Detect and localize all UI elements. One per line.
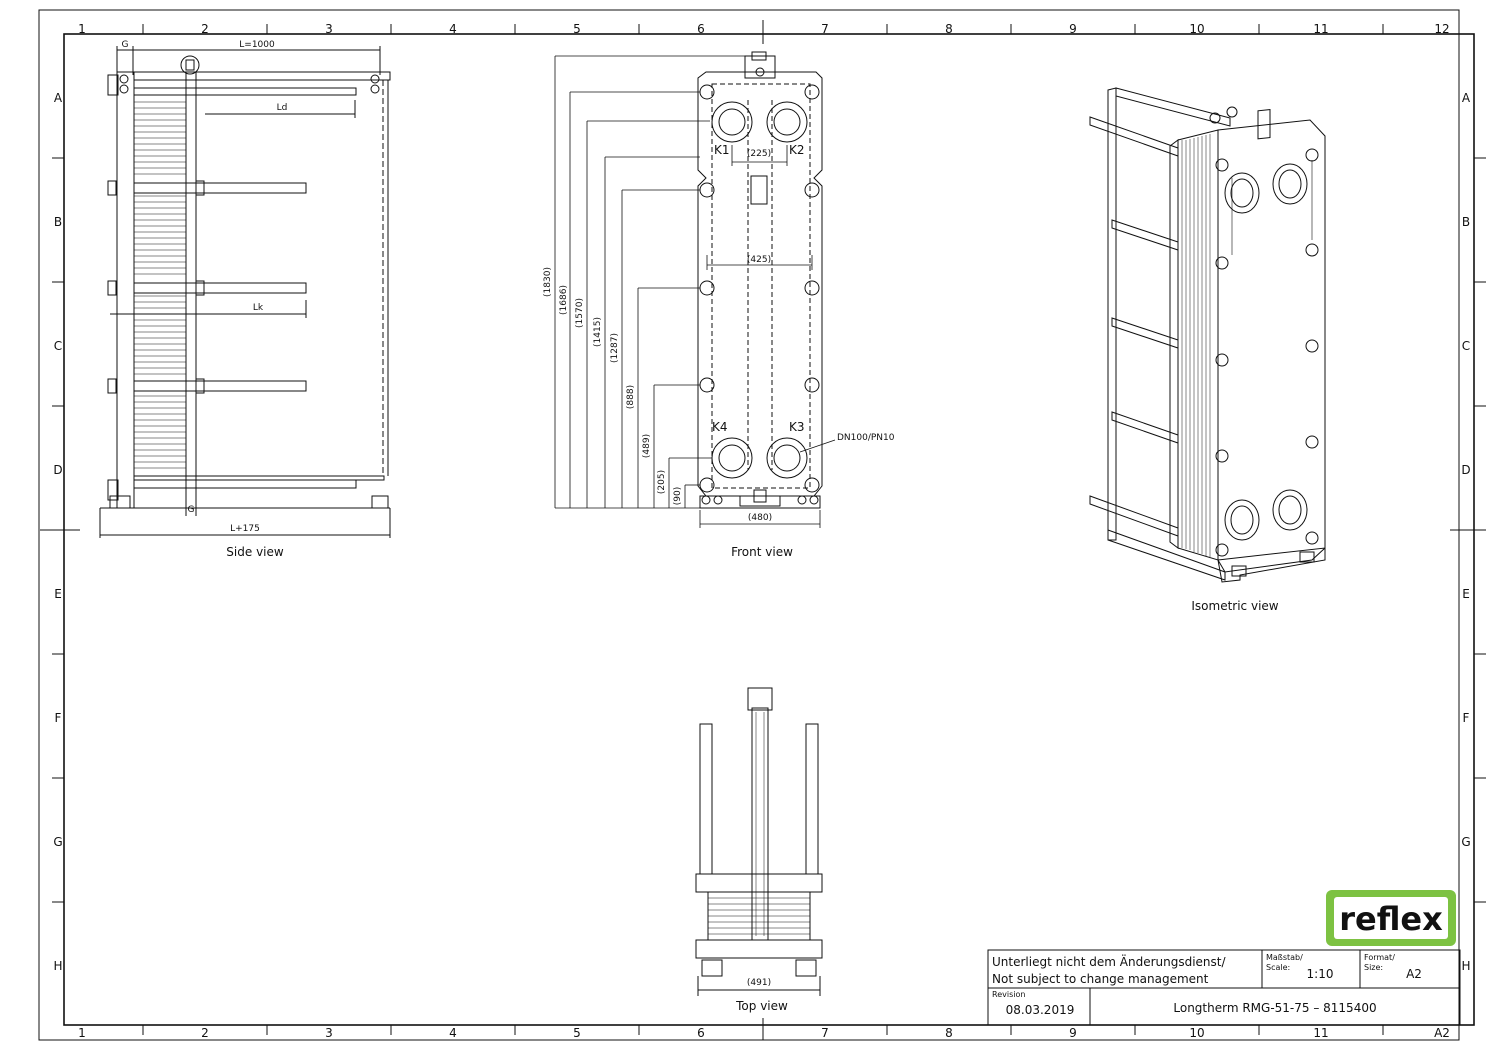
port-k1: K1 (714, 143, 730, 157)
col-label: 4 (449, 1026, 457, 1040)
row-label: A (1462, 91, 1471, 105)
top-view-label: Top view (735, 999, 788, 1013)
revision-date: 08.03.2019 (1006, 1003, 1075, 1017)
dim-lk: Lk (253, 303, 264, 313)
title-block-text: Unterliegt nicht dem Änderungsdienst/ No… (992, 953, 1422, 1017)
port-k3: K3 (789, 420, 805, 434)
product-title: Longtherm RMG-51-75 – 8115400 (1173, 1001, 1376, 1015)
dim-length: L=1000 (239, 40, 275, 50)
col-label: 7 (821, 22, 829, 36)
row-label: G (1461, 835, 1470, 849)
grid-ticks (40, 20, 1486, 1040)
scale-label-en: Scale: (1266, 963, 1290, 972)
dim-1686: (1686) (559, 285, 569, 315)
row-label: F (55, 711, 62, 725)
row-label: F (1463, 711, 1470, 725)
dim-1287: (1287) (610, 333, 620, 363)
note-de: Unterliegt nicht dem Änderungsdienst/ (992, 954, 1226, 969)
dim-480: (480) (748, 513, 772, 523)
col-label: 8 (945, 1026, 953, 1040)
isometric-view-label: Isometric view (1191, 599, 1278, 613)
logo-text: reflex (1339, 900, 1443, 938)
row-label: H (1461, 959, 1470, 973)
row-label: D (1461, 463, 1470, 477)
format-label-en: Size: (1364, 963, 1383, 972)
col-label: 9 (1069, 22, 1077, 36)
front-view-label: Front view (731, 545, 793, 559)
reflex-logo: reflex (1326, 890, 1456, 946)
col-label: 10 (1189, 1026, 1204, 1040)
row-label: D (53, 463, 62, 477)
format-value: A2 (1406, 967, 1422, 981)
col-label: 10 (1189, 22, 1204, 36)
row-label: H (53, 959, 62, 973)
top-view (695, 687, 823, 996)
col-label: 8 (945, 22, 953, 36)
row-label: E (1462, 587, 1470, 601)
col-label: 12 (1434, 22, 1449, 36)
row-label: E (54, 587, 62, 601)
col-label: 11 (1313, 22, 1328, 36)
title-block (987, 949, 1461, 1026)
port-k2: K2 (789, 143, 805, 157)
grid-column-labels-top: 1 2 3 4 5 6 7 8 9 10 11 12 (78, 22, 1449, 36)
row-label: A (54, 91, 63, 105)
col-label: 1 (78, 22, 86, 36)
dim-425: (425) (747, 255, 771, 265)
format-label-de: Format/ (1364, 953, 1395, 962)
row-label: B (54, 215, 62, 229)
dim-205: (205) (657, 470, 667, 494)
col-label: 5 (573, 22, 581, 36)
dim-1570: (1570) (575, 298, 585, 328)
dim-g-top: G (122, 40, 129, 50)
grid-column-labels-bottom: 1 2 3 4 5 6 7 8 9 10 11 A2 (78, 1026, 1450, 1040)
note-en: Not subject to change management (992, 972, 1209, 986)
col-label: 4 (449, 22, 457, 36)
connection-spec: DN100/PN10 (837, 433, 895, 443)
col-label: 11 (1313, 1026, 1328, 1040)
front-view-labels: K1 K2 K4 K3 DN100/PN10 (225) (425) (480)… (543, 143, 895, 559)
col-label: 6 (697, 22, 705, 36)
grid-row-labels-left: A B C D E F G H (53, 91, 63, 973)
scale-label-de: Maßstab/ (1266, 953, 1303, 962)
front-view (554, 51, 836, 528)
col-label: A2 (1434, 1026, 1450, 1040)
row-label: G (53, 835, 62, 849)
col-label: 6 (697, 1026, 705, 1040)
dim-491: (491) (747, 978, 771, 988)
grid-row-labels-right: A B C D E F G H (1461, 91, 1471, 973)
col-label: 1 (78, 1026, 86, 1040)
dim-ld: Ld (277, 103, 288, 113)
dim-888: (888) (626, 385, 636, 409)
port-k4: K4 (712, 420, 728, 434)
isometric-view-labels: Isometric view (1191, 599, 1278, 613)
side-view-labels: G L=1000 Ld Lk G L+175 Side view (122, 40, 288, 559)
dim-489: (489) (642, 434, 652, 458)
side-view-label: Side view (226, 545, 284, 559)
row-label: B (1462, 215, 1470, 229)
revision-label: Revision (992, 990, 1025, 999)
side-view (99, 46, 391, 538)
scale-value: 1:10 (1307, 967, 1334, 981)
row-label: C (1462, 339, 1470, 353)
dim-total: L+175 (230, 524, 260, 534)
col-label: 9 (1069, 1026, 1077, 1040)
dim-90: (90) (673, 487, 683, 505)
dim-1830: (1830) (543, 267, 553, 297)
col-label: 3 (325, 1026, 333, 1040)
top-view-labels: (491) Top view (735, 978, 788, 1013)
col-label: 2 (201, 22, 209, 36)
dim-225: (225) (747, 149, 771, 159)
col-label: 5 (573, 1026, 581, 1040)
dim-g-bottom: G (188, 505, 195, 515)
dim-1415: (1415) (593, 317, 603, 347)
col-label: 7 (821, 1026, 829, 1040)
row-label: C (54, 339, 62, 353)
col-label: 3 (325, 22, 333, 36)
col-label: 2 (201, 1026, 209, 1040)
isometric-view (1089, 87, 1326, 583)
